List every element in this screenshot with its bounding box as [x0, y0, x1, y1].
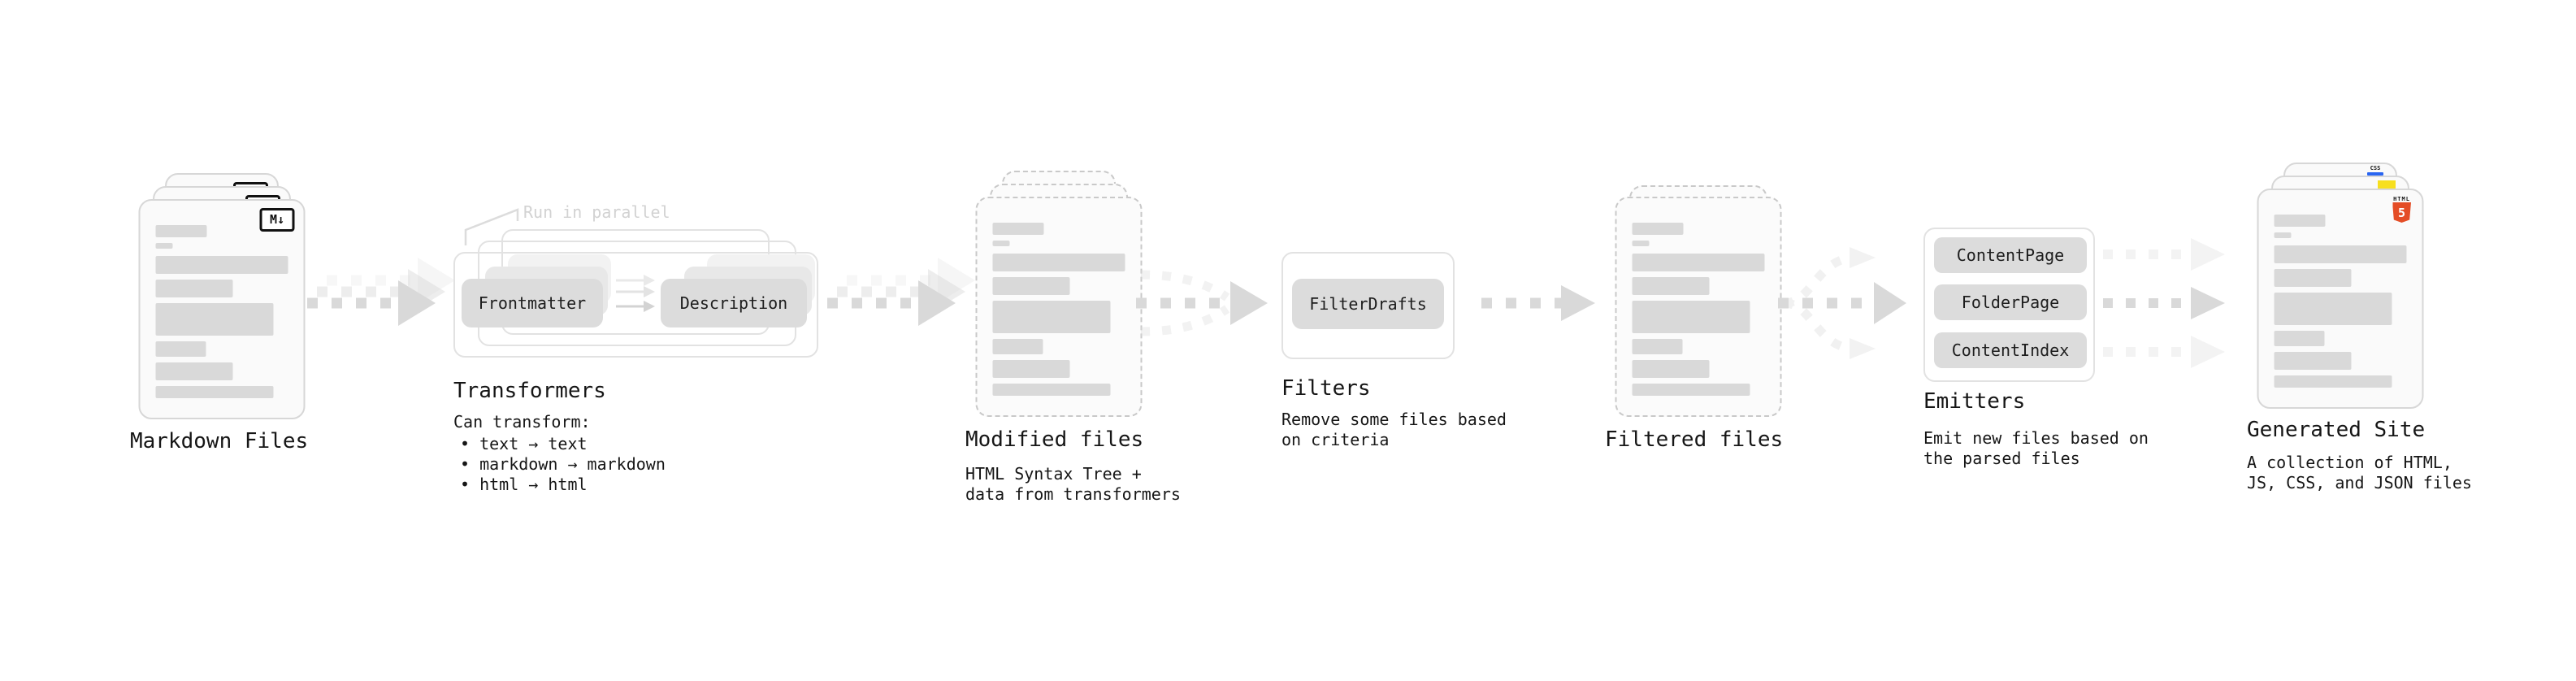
filterdrafts-pill: FilterDrafts — [1292, 279, 1444, 329]
text-line-placeholder — [155, 256, 288, 274]
flow-arrow-emitters-to-site-middle — [2103, 287, 2225, 319]
text-line-placeholder — [1632, 277, 1710, 295]
javascript-icon — [2378, 180, 2396, 190]
html5-icon-shield: 5 — [2392, 202, 2411, 223]
emitter-pill-folderpage: FolderPage — [1934, 284, 2087, 320]
generated-site-sub: JS, CSS, and JSON files — [2247, 473, 2472, 492]
text-line-placeholder — [1632, 241, 1650, 246]
modified-file-card — [975, 197, 1143, 417]
modified-files-stack — [965, 171, 1152, 417]
text-line-placeholder — [155, 225, 207, 237]
text-line-placeholder — [155, 280, 233, 297]
text-line-placeholder — [992, 360, 1070, 378]
html-file-card: HTML 5 — [2257, 189, 2424, 409]
filtered-files-label: Filtered files — [1605, 427, 1784, 452]
filters-sub: Remove some files based — [1281, 410, 1507, 429]
transformers-label: Transformers — [453, 379, 606, 403]
flow-arrow-merge-modified-to-filters — [1136, 270, 1268, 336]
frontmatter-pill-stack: Frontmatter — [462, 254, 616, 327]
emitter-pill-label: ContentIndex — [1951, 340, 2070, 360]
text-line-placeholder — [992, 223, 1044, 235]
frontmatter-pill: Frontmatter — [462, 279, 603, 327]
parallel-arrows-icon — [616, 275, 655, 312]
run-in-parallel-leader-line — [464, 208, 519, 245]
generated-site-stack: CSS HTML 5 — [2247, 163, 2434, 409]
text-line-placeholder — [2274, 245, 2407, 263]
text-line-placeholder — [1632, 254, 1765, 271]
text-line-placeholder — [2274, 293, 2392, 325]
generated-site-sub: A collection of HTML, — [2247, 453, 2452, 472]
emitters-sub: the parsed files — [1923, 449, 2080, 468]
description-pill-stack: Description — [661, 254, 820, 327]
modified-files-sub: HTML Syntax Tree + — [965, 464, 1142, 484]
filters-sub: on criteria — [1281, 430, 1390, 449]
emitters-frame — [1923, 228, 2095, 382]
html5-icon: HTML 5 — [2392, 196, 2413, 223]
html5-icon-word: HTML — [2393, 196, 2410, 202]
flow-arrow-transformers-to-modified — [827, 258, 975, 326]
flow-arrow-emitters-to-site-bottom — [2103, 336, 2225, 368]
text-line-placeholder — [992, 241, 1010, 246]
emitter-pill-label: ContentPage — [1956, 245, 2065, 265]
markdown-files-stack: M↓ M↓ M↓ — [128, 173, 315, 419]
filtered-file-card — [1615, 197, 1782, 417]
modified-files-sub: data from transformers — [965, 484, 1181, 504]
text-line-placeholder — [2274, 215, 2326, 227]
text-line-placeholder — [992, 339, 1043, 354]
text-line-placeholder — [1632, 360, 1710, 378]
description-pill: Description — [661, 279, 807, 327]
text-line-placeholder — [155, 386, 274, 398]
transformers-note-item: • html → html — [460, 475, 588, 494]
transformers-note-item: • markdown → markdown — [460, 454, 666, 474]
emitters-sub: Emit new files based on — [1923, 428, 2149, 448]
emitter-pill-contentindex: ContentIndex — [1934, 332, 2087, 368]
modified-files-label: Modified files — [965, 427, 1144, 452]
text-line-placeholder — [2274, 232, 2292, 238]
text-line-placeholder — [2274, 269, 2352, 287]
text-line-placeholder — [1632, 384, 1750, 396]
flow-arrow-fanout-filtered-to-emitters — [1778, 247, 1906, 359]
flow-arrow-filters-to-filtered — [1481, 285, 1595, 321]
text-line-placeholder — [992, 301, 1111, 333]
text-line-placeholder — [2274, 331, 2325, 346]
filters-frame — [1281, 252, 1455, 359]
markdown-file-card: M↓ — [138, 199, 306, 419]
text-line-placeholder — [2274, 352, 2352, 370]
generated-site-label: Generated Site — [2247, 418, 2426, 442]
css-icon-bar — [2367, 172, 2383, 176]
markdown-icon: M↓ — [259, 208, 295, 232]
emitters-label: Emitters — [1923, 389, 2026, 414]
filters-label: Filters — [1281, 376, 1371, 401]
text-line-placeholder — [1632, 301, 1750, 333]
filterdrafts-pill-label: FilterDrafts — [1309, 294, 1427, 314]
emitter-pill-contentpage: ContentPage — [1934, 237, 2087, 273]
text-line-placeholder — [2274, 375, 2392, 388]
markdown-files-label: Markdown Files — [130, 429, 309, 453]
filtered-files-stack — [1605, 185, 1792, 419]
text-line-placeholder — [1632, 339, 1683, 354]
css-icon: CSS — [2367, 166, 2383, 176]
text-line-placeholder — [1632, 223, 1684, 235]
css-icon-word: CSS — [2370, 165, 2381, 171]
emitter-pill-label: FolderPage — [1961, 293, 2060, 312]
text-line-placeholder — [992, 254, 1125, 271]
text-line-placeholder — [155, 362, 233, 380]
text-line-placeholder — [155, 341, 206, 357]
text-line-placeholder — [992, 384, 1111, 396]
text-line-placeholder — [992, 277, 1070, 295]
text-line-placeholder — [155, 243, 173, 249]
transformers-frame-front — [453, 252, 818, 358]
text-line-placeholder — [155, 303, 274, 336]
flow-arrow-markdown-to-transformers — [307, 258, 455, 326]
flow-arrow-emitters-to-site-top — [2103, 238, 2225, 271]
transformers-note-title: Can transform: — [453, 412, 591, 432]
transformers-note-item: • text → text — [460, 434, 588, 453]
description-pill-label: Description — [679, 293, 788, 313]
frontmatter-pill-label: Frontmatter — [478, 293, 587, 313]
run-in-parallel-annotation: Run in parallel — [523, 202, 670, 222]
